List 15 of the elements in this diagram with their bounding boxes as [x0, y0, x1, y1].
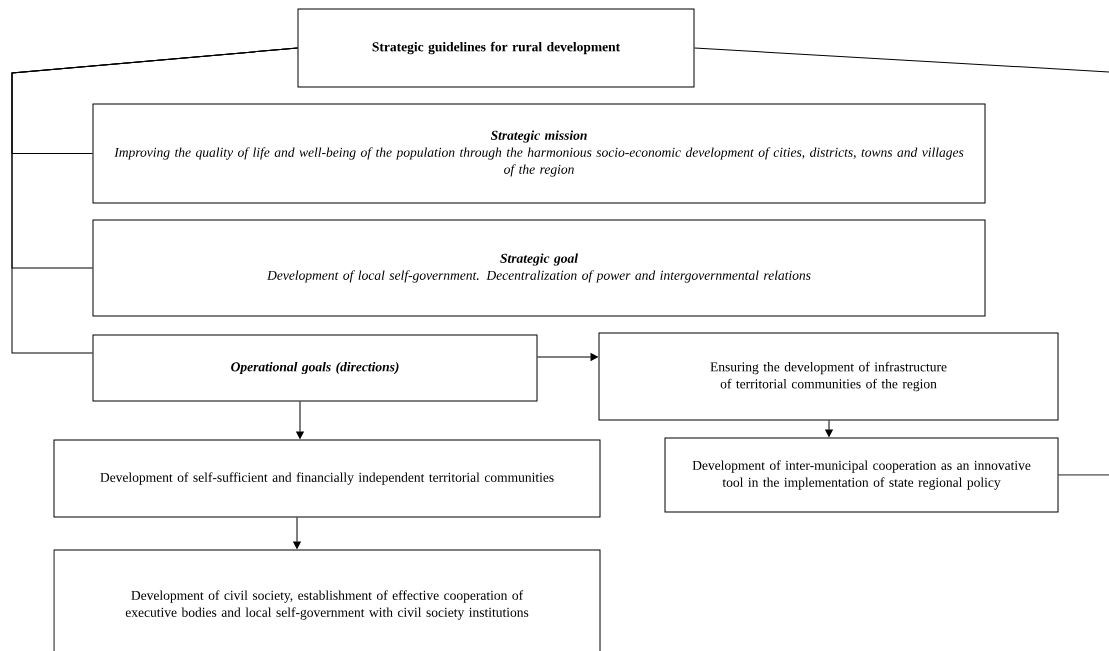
- arrow: [296, 401, 304, 439]
- connector-line: [694, 47, 1109, 73]
- connector-line: [11, 47, 298, 354]
- text-box: Development of self-sufficient and financially independent territorial communities: [53, 439, 601, 518]
- text-box: Development of civil society, establishment of effective cooperation of executive bodies and local self-government with civil society institutions: [53, 549, 601, 651]
- text-box: Ensuring the development of infrastructure of territorial communities of the region: [598, 332, 1059, 421]
- heading-box: Operational goals (directions): [92, 334, 538, 402]
- text-box: Development of inter-municipal cooperation as an innovative tool in the implementation of state regional policy: [664, 437, 1059, 513]
- connector-line: [1058, 474, 1109, 476]
- title-box: Strategic guidelines for rural development: [297, 8, 695, 88]
- arrow: [293, 517, 301, 549]
- heading-box: Strategic goal Development of local self-government. Decentralization of power and intergovernmental relations: [92, 219, 986, 317]
- heading-box: Strategic mission Improving the quality of life and well-being of the population through the harmonious socio-economic development of cities, districts, towns and villages of the region: [92, 103, 986, 204]
- arrow: [537, 353, 598, 361]
- arrow: [825, 420, 833, 437]
